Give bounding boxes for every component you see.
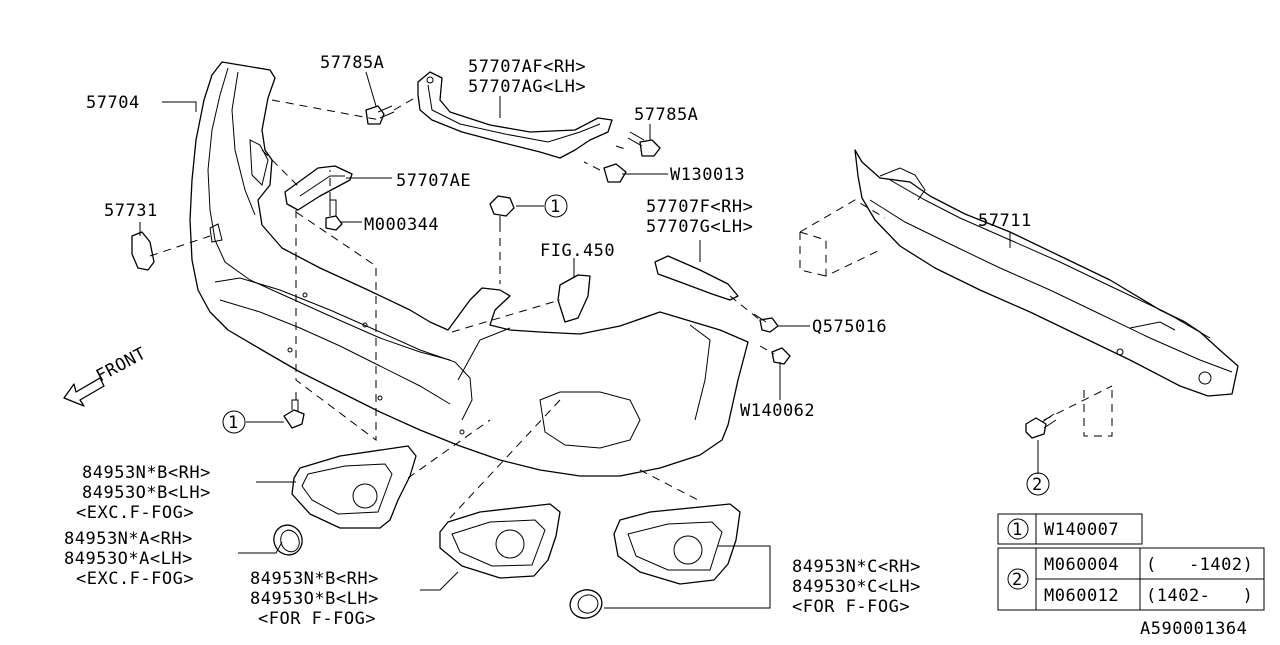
- bolt-57785a-right: [627, 131, 661, 157]
- label-57707g: 57707G<LH>: [646, 217, 753, 237]
- leader-lines: [139, 71, 1039, 609]
- label-fog-b2-note: <FOR F-FOG>: [258, 609, 376, 629]
- label-fog-b2-lh: 84953O*B<LH>: [250, 589, 379, 609]
- label-m000344: M000344: [364, 215, 439, 235]
- label-57707ag: 57707AG<LH>: [468, 77, 586, 97]
- reinforcement-drawing: [854, 149, 1239, 397]
- upper-bracket-drawing: [417, 71, 613, 159]
- bumper-face-drawing: [189, 61, 749, 477]
- screw-q575016: [753, 313, 779, 333]
- cover-57731-drawing: [131, 231, 155, 271]
- label-w140062: W140062: [740, 401, 815, 421]
- legend-range-m060012: (1402- ): [1146, 586, 1253, 606]
- legend-ref-2: 2: [1012, 570, 1023, 590]
- clip-ref1-bottom: [283, 399, 305, 429]
- side-bracket-f-drawing: [654, 255, 739, 301]
- legend-range-m060004: ( -1402): [1146, 555, 1253, 575]
- label-57707ae: 57707AE: [396, 171, 471, 191]
- label-57785a-left: 57785A: [320, 53, 384, 73]
- fig450-part: [557, 274, 591, 323]
- bolt-ref2: [1025, 413, 1057, 439]
- label-q575016: Q575016: [812, 317, 887, 337]
- label-57707af: 57707AF<RH>: [468, 57, 586, 77]
- label-fog-a-rh: 84953N*A<RH>: [64, 529, 193, 549]
- label-fog-b-note: <EXC.F-FOG>: [76, 503, 194, 523]
- fog-bezel-c-drawing: [613, 503, 741, 585]
- label-w130013: W130013: [670, 165, 745, 185]
- bolt-m000344: [325, 199, 343, 231]
- legend-ref-1: 1: [1012, 520, 1023, 540]
- label-fog-c-lh: 84953O*C<LH>: [792, 577, 921, 597]
- bolt-57785a-left: [365, 105, 395, 125]
- legend-part-m060004: M060004: [1044, 555, 1119, 575]
- label-fig450: FIG.450: [540, 241, 615, 261]
- label-fog-c-rh: 84953N*C<RH>: [792, 557, 921, 577]
- label-fog-c-note: <FOR F-FOG>: [792, 597, 910, 617]
- label-57704: 57704: [86, 93, 140, 113]
- label-fog-b2-rh: 84953N*B<RH>: [250, 569, 379, 589]
- ref-circle-2: 2: [1026, 472, 1050, 496]
- ref-circle-1-bottom: 1: [222, 410, 246, 434]
- svg-text:2: 2: [1032, 475, 1043, 495]
- clip-w140062: [771, 347, 791, 365]
- fog-bezel-b-drawing: [291, 445, 417, 529]
- ref-circle-1-top: 1: [544, 194, 568, 218]
- diagram-id: A590001364: [1140, 619, 1247, 639]
- clip-ref1-top: [489, 195, 515, 226]
- label-fog-a-lh: 84953O*A<LH>: [64, 549, 193, 569]
- legend-part-w140007: W140007: [1044, 520, 1119, 540]
- front-direction-arrow: [63, 377, 105, 407]
- label-fog-b-lh: 84953O*B<LH>: [82, 483, 211, 503]
- legend-part-m060012: M060012: [1044, 586, 1119, 606]
- fog-ring-c-drawing: [569, 589, 603, 619]
- assembly-lines: [149, 95, 1113, 519]
- svg-text:1: 1: [228, 413, 239, 433]
- label-fog-a-note: <EXC.F-FOG>: [76, 569, 194, 589]
- clip-w130013: [603, 163, 627, 183]
- label-57785a-right: 57785A: [634, 105, 698, 125]
- label-57707f: 57707F<RH>: [646, 197, 753, 217]
- front-label: FRONT: [93, 344, 150, 387]
- label-fog-b-rh: 84953N*B<RH>: [82, 463, 211, 483]
- fog-ring-a-drawing: [273, 524, 303, 556]
- label-57731: 57731: [104, 201, 158, 221]
- fog-bezel-b2-drawing: [439, 503, 561, 579]
- label-57711: 57711: [978, 211, 1032, 231]
- legend-table: 1 W140007 2 M060004 ( -1402) M060012 (14…: [997, 513, 1265, 611]
- svg-text:1: 1: [550, 197, 561, 217]
- side-bracket-ae-drawing: [284, 165, 353, 211]
